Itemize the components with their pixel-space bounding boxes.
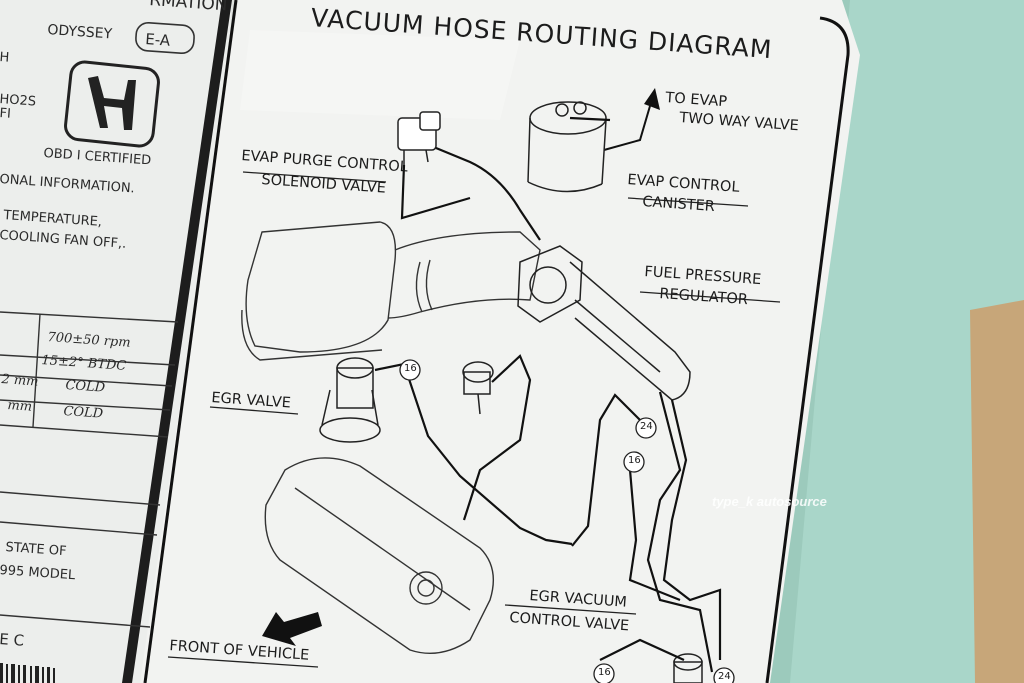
evap-canister — [527, 101, 607, 193]
front-arrow — [262, 612, 322, 646]
spec-table — [0, 311, 179, 628]
egr-vacuum-valve — [673, 653, 703, 683]
label-line-fi: FI — [0, 106, 12, 122]
air-cleaner — [241, 221, 541, 361]
hose-number: 24 — [718, 671, 731, 682]
hose-number: 16 — [404, 363, 417, 374]
hose-number: 16 — [598, 667, 611, 678]
table-cell: mm — [6, 398, 33, 415]
intake-tube — [517, 245, 691, 401]
table-cell: COLD — [62, 404, 104, 422]
label-line-h: H — [0, 50, 10, 66]
table-cell: COLD — [64, 378, 106, 396]
label-code: E C — [0, 630, 25, 650]
fpr — [462, 361, 494, 415]
honda-logo — [64, 60, 160, 148]
purge-solenoid — [397, 111, 441, 165]
hose-number: 24 — [640, 421, 653, 432]
watermark: type_k autosource — [712, 494, 827, 509]
barcode — [0, 663, 55, 683]
hose-number: 16 — [628, 455, 641, 466]
valve-cover — [264, 457, 494, 655]
diagram-sticker — [140, 0, 860, 683]
egr-valve — [319, 357, 381, 443]
table-cell: 2 mm — [0, 372, 39, 390]
model-code: E-A — [144, 30, 171, 50]
